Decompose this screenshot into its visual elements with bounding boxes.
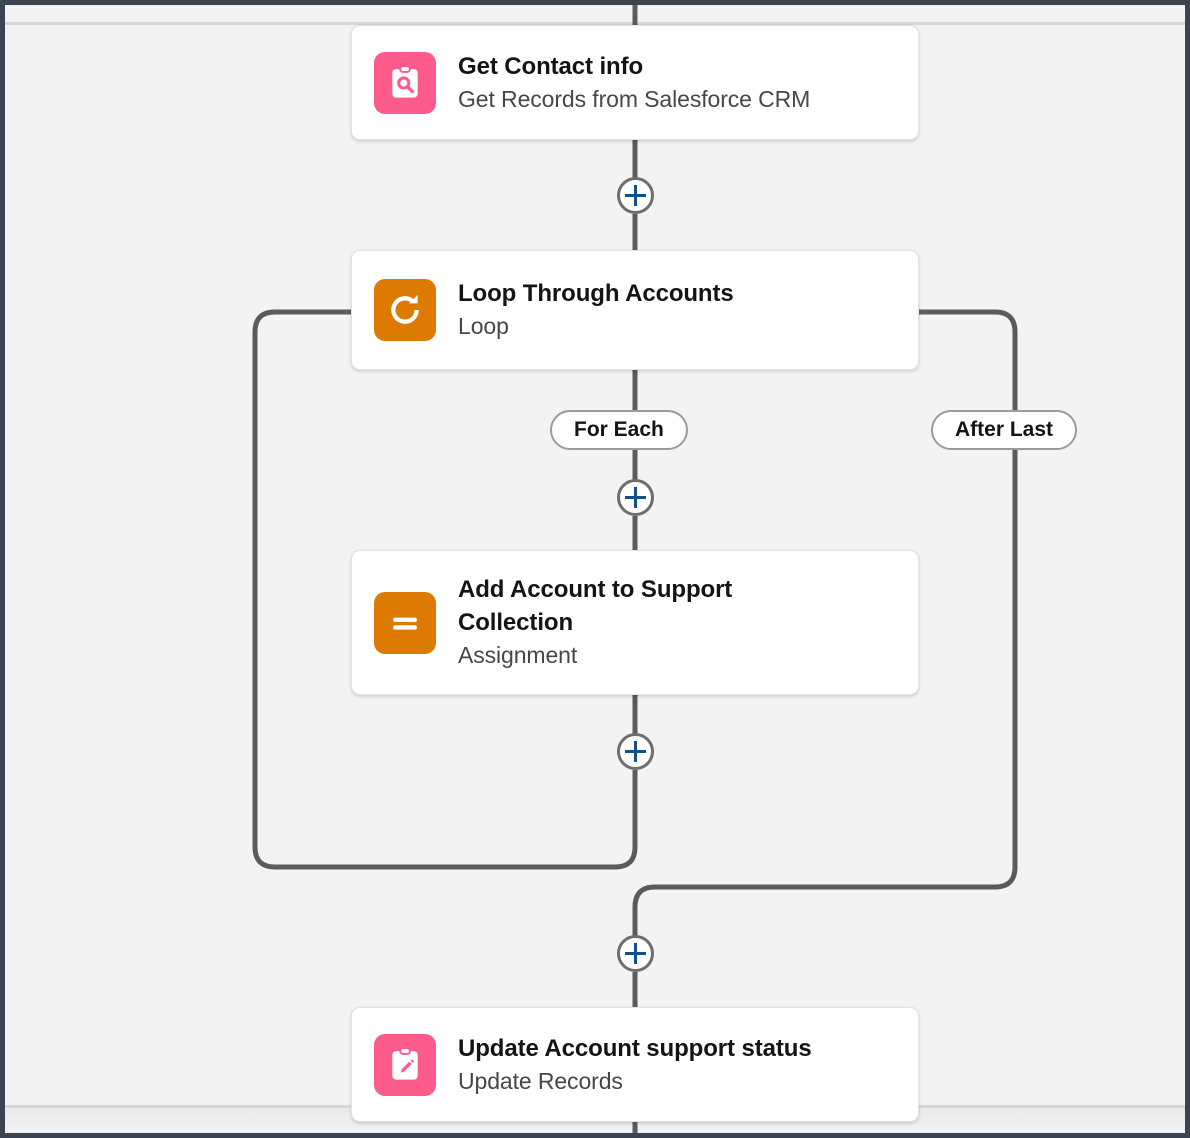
- add-element-button-in-loop-before-assignment[interactable]: [616, 479, 654, 516]
- assignment-icon: [374, 591, 436, 654]
- node-subtitle: Get Records from Salesforce CRM: [458, 85, 811, 112]
- node-subtitle: Update Records: [458, 1067, 623, 1094]
- flow-node-update-account-support-status[interactable]: Update Account support status Update Rec…: [351, 1007, 919, 1122]
- add-element-button-in-loop-after-assignment[interactable]: [616, 733, 654, 770]
- add-element-button-after-loop[interactable]: [616, 935, 654, 972]
- node-text-block: Get Contact info Get Records from Salesf…: [458, 51, 896, 115]
- node-text-block: Add Account to Support Collection Assign…: [458, 574, 792, 670]
- loop-icon: [374, 279, 436, 341]
- flow-node-loop-through-accounts[interactable]: Loop Through Accounts Loop: [351, 250, 919, 370]
- add-element-button-after-get-contact-info[interactable]: [616, 177, 654, 214]
- get-records-icon: [374, 51, 436, 114]
- node-label: Update Account support status: [458, 1034, 812, 1062]
- branch-label-after-last[interactable]: After Last: [931, 410, 1078, 450]
- node-subtitle: Assignment: [458, 641, 578, 668]
- flow-node-get-contact-info[interactable]: Get Contact info Get Records from Salesf…: [351, 25, 919, 140]
- update-records-icon: [374, 1033, 436, 1096]
- node-text-block: Loop Through Accounts Loop: [458, 278, 896, 342]
- branch-label-for-each[interactable]: For Each: [550, 410, 688, 450]
- node-label: Add Account to Support Collection: [458, 576, 733, 636]
- node-label: Loop Through Accounts: [458, 280, 734, 308]
- flow-node-add-account-to-support-collection[interactable]: Add Account to Support Collection Assign…: [351, 550, 919, 695]
- node-subtitle: Loop: [458, 313, 509, 340]
- node-label: Get Contact info: [458, 52, 644, 80]
- node-text-block: Update Account support status Update Rec…: [458, 1033, 896, 1097]
